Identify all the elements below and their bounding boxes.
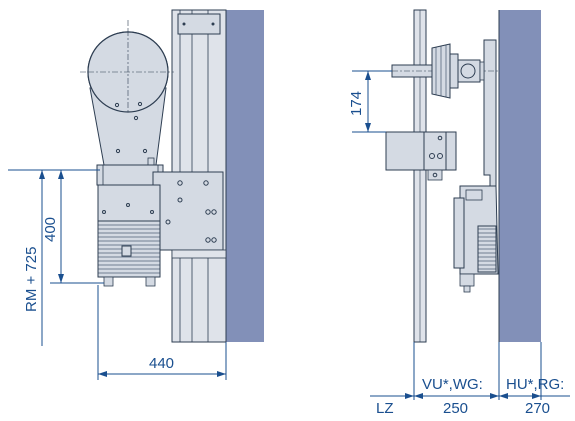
side-view — [380, 9, 541, 343]
dim-lz: LZ — [376, 400, 394, 417]
terminal-box — [121, 245, 132, 257]
shaft-wall-front — [226, 10, 264, 342]
mounting-plate — [152, 171, 224, 251]
dim-440: 440 — [149, 355, 174, 372]
motor-block — [97, 184, 161, 222]
dim-vu-wg-value: 250 — [443, 400, 468, 417]
dim-vu-wg-label: VU*,WG: — [422, 376, 483, 393]
front-view-dimensions — [8, 169, 227, 380]
dim-174: 174 — [348, 91, 365, 116]
dim-400: 400 — [42, 217, 59, 242]
dim-hu-rg-label: HU*,RG: — [506, 376, 564, 393]
front-view — [80, 9, 264, 343]
side-view-dimensions — [352, 70, 570, 400]
shaft-wall-side — [499, 10, 541, 342]
dim-rm-725: RM + 725 — [23, 247, 40, 312]
sheave-side — [431, 43, 451, 99]
back-plate — [483, 39, 497, 187]
motor-fins-side — [477, 225, 497, 273]
top-bracket — [177, 13, 221, 35]
dim-hu-rg-value: 270 — [525, 400, 550, 417]
